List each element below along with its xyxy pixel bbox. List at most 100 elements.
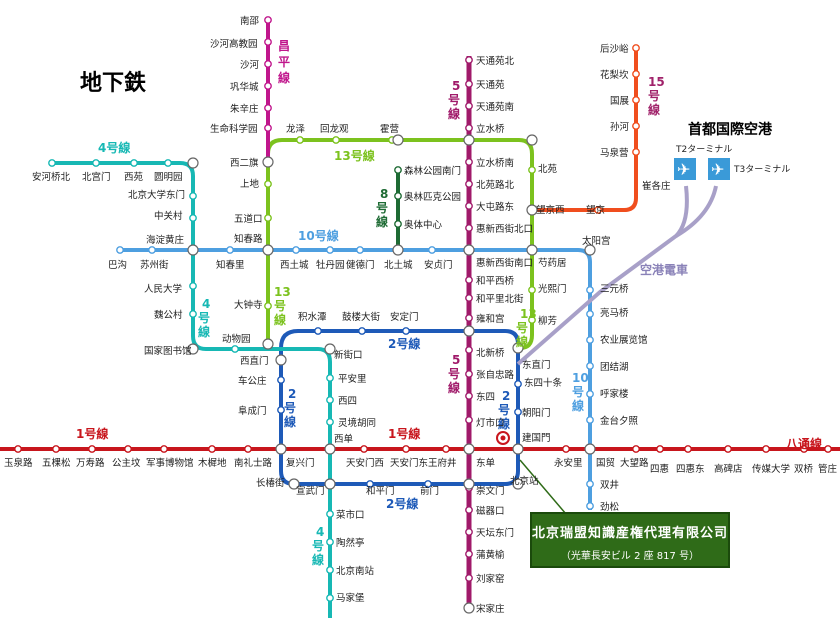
station-label: 四惠 [650,463,669,475]
station-label: 安贞门 [424,259,453,271]
station-label: 积水潭 [298,311,327,323]
transfer-station-marker [324,443,336,455]
station-marker [800,445,808,453]
station-marker [326,510,334,518]
station-label: 陶然亭 [336,537,365,549]
station-label: 沙河高教园 [210,38,258,50]
svg-text:5: 5 [452,353,460,367]
station-label: 崔各庄 [642,180,671,192]
station-marker [264,16,272,24]
station-label: 生命科学园 [210,123,258,135]
svg-text:昌: 昌 [278,39,290,53]
station-label: 北土城 [384,259,413,271]
station-label: 奥体中心 [404,219,443,231]
line4-label-bottom: 4 号 線 [312,525,324,567]
transfer-station-marker [392,134,404,146]
line1-label-2: 1号線 [388,426,420,441]
station-marker [189,310,197,318]
station-marker [824,445,832,453]
station-label: 北京南站 [336,565,375,577]
station-label: 公主坟 [112,457,141,469]
transfer-station-marker [512,478,524,490]
station-marker [562,445,570,453]
station-marker [264,302,272,310]
svg-text:線: 線 [572,398,584,413]
line4-label-top: 4号線 [98,140,130,155]
station-marker [465,294,473,302]
station-label: 灵境胡同 [338,417,376,429]
svg-text:13: 13 [520,307,537,321]
station-marker [332,136,340,144]
station-label: 国家图书馆 [144,345,192,357]
station-label: 海淀黄庄 [146,234,185,246]
station-label: 东直门 [522,359,551,371]
station-label: 五棵松 [42,457,71,469]
station-label: 天坛东门 [476,527,514,539]
transfer-station-marker [262,338,274,350]
station-label: 朱辛庄 [230,103,259,115]
station-marker [130,159,138,167]
station-label: 国展 [610,96,630,107]
station-label: 张自忠路 [476,369,515,381]
svg-text:✈: ✈ [711,160,724,179]
transfer-station-marker [275,354,287,366]
station-marker [465,158,473,166]
station-marker [116,246,124,254]
transfer-station-marker [463,602,475,614]
station-marker [189,282,197,290]
station-marker [465,416,473,424]
svg-text:13: 13 [274,285,291,299]
station-marker [684,445,692,453]
station-marker [586,390,594,398]
station-marker [326,374,334,382]
station-label: 西四 [338,396,357,407]
station-marker [231,345,239,353]
station-label: 长椿街 [256,477,285,489]
station-label: 魏公村 [154,309,183,321]
transfer-station-marker [275,443,287,455]
transfer-station-marker [324,343,336,355]
station-label: 南邵 [240,15,260,27]
station-marker [586,310,594,318]
station-label: 西苑 [124,171,144,183]
line13-label-top: 13号線 [334,148,375,163]
station-label: 东四十条 [524,377,563,389]
station-label: 五道口 [234,213,263,225]
station-label: 和平西桥 [476,275,515,287]
station-label: 惠新西街南口 [476,257,533,269]
station-label: 森林公园南门 [404,165,461,177]
station-label: 蒲黄榆 [476,549,505,561]
station-marker [264,214,272,222]
station-marker [208,445,216,453]
changping-label: 昌 平 線 [278,39,290,85]
station-marker [632,148,640,156]
station-label: 双井 [600,479,619,491]
svg-text:線: 線 [448,380,460,395]
line1-label: 1号線 [76,426,108,441]
airplane-icon: ✈ [674,158,696,180]
transfer-station-marker [463,134,475,146]
station-label: 后沙峪 [600,44,629,55]
batong-label: 八通線 [785,436,822,451]
svg-text:15: 15 [648,75,665,89]
station-label: 西单 [334,433,354,445]
station-label: 望京 [586,204,605,216]
station-marker [360,445,368,453]
svg-text:号: 号 [572,384,584,399]
transfer-station-marker [584,443,596,455]
station-label: 苏州街 [140,259,169,271]
station-marker [296,136,304,144]
svg-text:✈: ✈ [677,160,690,179]
transfer-station-marker [187,157,199,169]
station-label: 木樨地 [198,457,227,469]
station-label: 花梨坎 [600,69,629,81]
station-label: 雍和宫 [476,313,505,325]
svg-text:5: 5 [452,79,460,93]
station-marker [226,246,234,254]
station-label: 鼓楼大街 [342,311,381,323]
transfer-station-marker [187,244,199,256]
station-marker [514,380,522,388]
airport-title: 首都国際空港 [688,121,773,138]
station-label: 北京站 [510,475,539,487]
airport-express-label: 空港電車 [640,262,688,277]
